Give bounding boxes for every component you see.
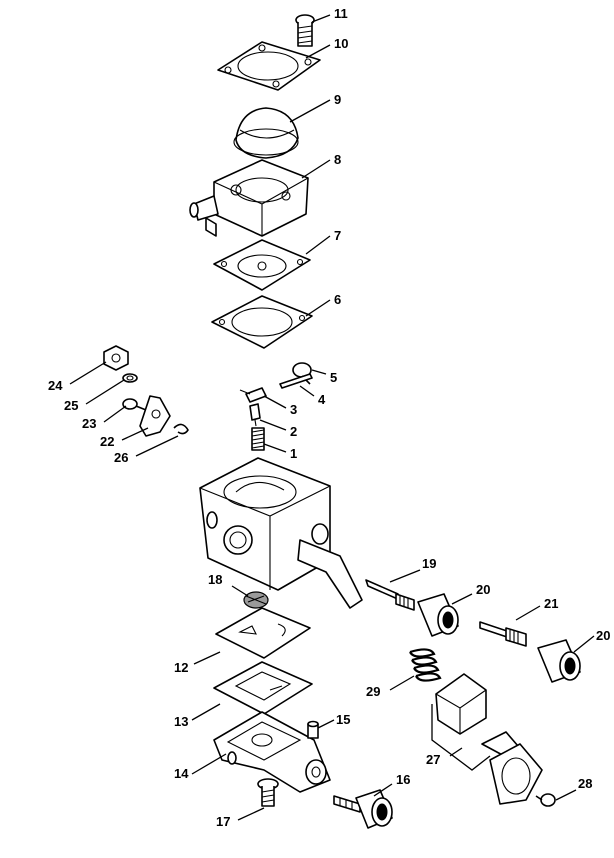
callout-6: 6 (334, 292, 341, 307)
callout-27: 27 (426, 752, 440, 767)
part-14-cover (213, 711, 331, 793)
part-22-lever (139, 395, 171, 437)
part-26-clip (173, 423, 189, 435)
callout-3: 3 (290, 402, 297, 417)
part-2-needle (249, 403, 261, 427)
callout-15: 15 (336, 712, 350, 727)
leader-lines (69, 14, 595, 821)
callout-5: 5 (330, 370, 337, 385)
callout-20-right: 20 (596, 628, 610, 643)
carburetor-body (199, 457, 363, 609)
callout-18: 18 (208, 572, 222, 587)
callout-23: 23 (82, 416, 96, 431)
part-21-needle (479, 621, 527, 647)
part-9-primer-bulb (233, 107, 299, 159)
part-13-diaphragm (213, 661, 313, 715)
callout-22: 22 (100, 434, 114, 449)
part-6-gasket (211, 295, 313, 349)
part-23-screw (122, 398, 147, 411)
callout-20-upper: 20 (476, 582, 490, 597)
part-4-pin (279, 373, 313, 389)
callout-4: 4 (318, 392, 326, 407)
callout-24: 24 (48, 378, 63, 393)
part-7-diaphragm (213, 239, 311, 291)
callout-29: 29 (366, 684, 380, 699)
part-15-plug (307, 720, 319, 739)
part-20-cap-right (537, 639, 581, 683)
callout-12: 12 (174, 660, 188, 675)
callout-11: 11 (334, 6, 348, 21)
callout-28: 28 (578, 776, 592, 791)
part-10-gasket (217, 41, 321, 91)
part-28-screw (535, 793, 556, 807)
callout-26: 26 (114, 450, 128, 465)
part-17-screw (257, 778, 279, 807)
callout-8: 8 (334, 152, 341, 167)
part-25-washer (122, 373, 138, 383)
callout-labels: 11 10 9 8 7 6 5 4 3 2 1 24 25 23 22 26 1… (48, 6, 610, 829)
part-11-screw (295, 14, 315, 47)
part-18-filter-screen (243, 591, 269, 609)
callout-10: 10 (334, 36, 348, 51)
part-27-choke-assembly (431, 673, 543, 805)
callout-9: 9 (334, 92, 341, 107)
part-29-spring (409, 648, 442, 682)
part-24-nut (103, 345, 129, 371)
callout-13: 13 (174, 714, 188, 729)
callout-17: 17 (216, 814, 230, 829)
callout-19: 19 (422, 556, 436, 571)
part-12-gasket (215, 607, 311, 659)
callout-16: 16 (396, 772, 410, 787)
callout-1: 1 (290, 446, 297, 461)
callout-21: 21 (544, 596, 558, 611)
part-19-needle (365, 579, 415, 611)
part-8-pump-cover (189, 159, 309, 237)
part-1-spring (251, 427, 265, 451)
callout-2: 2 (290, 424, 297, 439)
part-3-lever (239, 387, 267, 403)
part-20-cap-upper (417, 593, 459, 637)
part-16-adjust-screw (333, 789, 393, 829)
callout-7: 7 (334, 228, 341, 243)
callout-14: 14 (174, 766, 189, 781)
callout-25: 25 (64, 398, 78, 413)
